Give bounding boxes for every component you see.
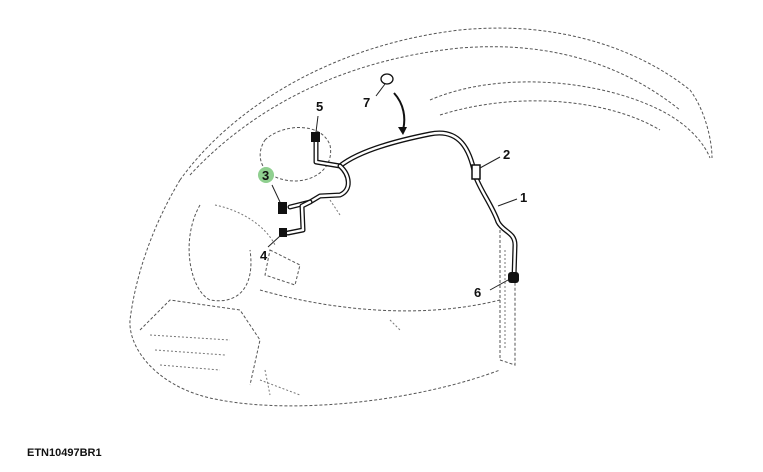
callout-1: 1 — [520, 190, 527, 205]
clip-2 — [471, 164, 481, 180]
connector-5 — [311, 132, 320, 142]
install-arrow — [393, 92, 406, 131]
connector-6 — [508, 272, 519, 283]
arrow-head-icon — [398, 127, 407, 135]
callout-2: 2 — [503, 147, 510, 162]
connector-3 — [278, 202, 287, 214]
callout-4: 4 — [260, 248, 268, 263]
callout-6: 6 — [474, 285, 481, 300]
wiring-harness — [285, 130, 518, 281]
grommet-7 — [380, 73, 394, 85]
figure-id: ETN10497BR1 — [27, 447, 102, 459]
callout-3: 3 — [262, 168, 269, 183]
callout-3-highlight — [258, 167, 274, 183]
connector-4 — [279, 228, 287, 237]
callout-5: 5 — [316, 99, 323, 114]
dashboard-outline — [129, 27, 713, 407]
callout-7: 7 — [363, 95, 370, 110]
